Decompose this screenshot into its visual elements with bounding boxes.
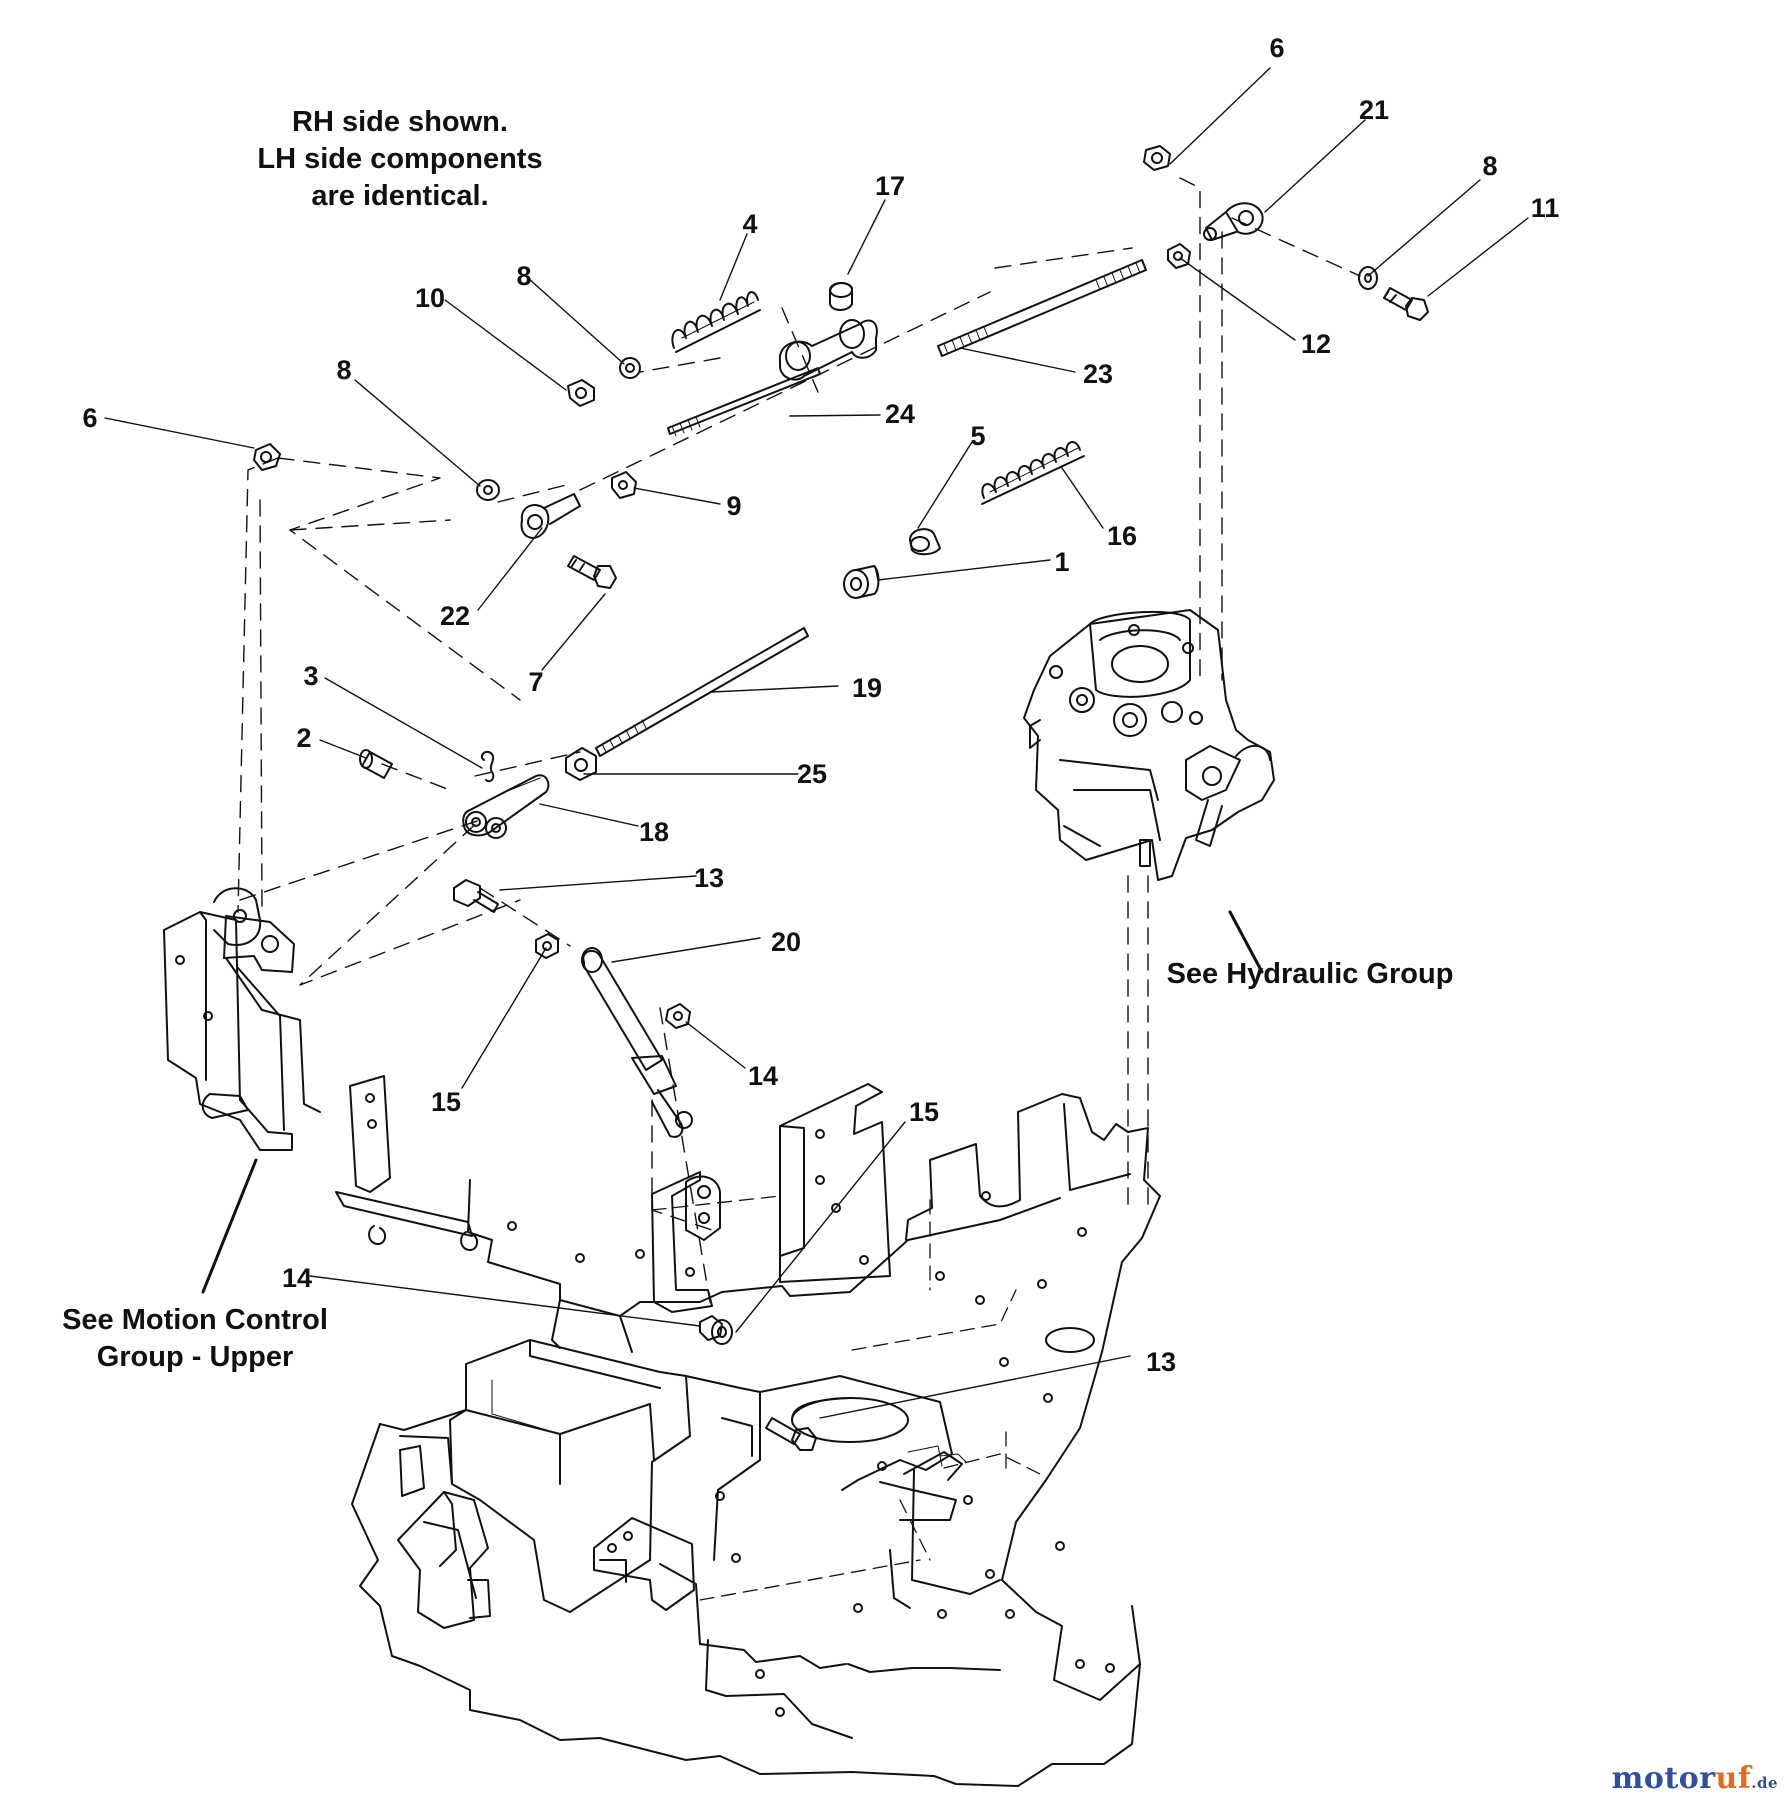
hex-nut-icon: [253, 443, 281, 471]
hex-nut-icon: [565, 747, 597, 781]
motion-control-ref-line: See Motion Control: [62, 1304, 328, 1336]
callout-number: 12: [1300, 329, 1332, 359]
jam-nut-icon: [611, 471, 637, 499]
callout-number: 6: [1269, 33, 1285, 63]
callout-number: 4: [742, 209, 758, 239]
motion-control-ref: See Motion Control Group - Upper: [50, 1302, 340, 1376]
washer-icon: [1358, 266, 1378, 290]
side-note: RH side shown. LH side components are id…: [240, 104, 560, 215]
callout-number: 22: [439, 601, 471, 631]
callout-number: 24: [884, 399, 916, 429]
callout-number: 7: [528, 667, 544, 697]
callout-number: 10: [414, 283, 446, 313]
spring-spacer-icon: [667, 319, 878, 437]
frame-hidden-lines: [651, 1195, 1045, 1601]
damper-icon: [581, 947, 693, 1138]
callout-number: 3: [303, 661, 319, 691]
hex-nut-icon: [567, 379, 595, 407]
callout-number: 6: [82, 403, 98, 433]
bushing-icon: [843, 565, 880, 599]
control-rod-icon: [595, 627, 809, 757]
washer-icon: [476, 479, 500, 501]
callout-number: 13: [693, 863, 725, 893]
bolt-icon: [765, 1417, 817, 1451]
callout-number: 15: [908, 1097, 940, 1127]
leader-lines: [104, 67, 1529, 1419]
callout-number: 8: [336, 355, 352, 385]
washer-icon: [619, 357, 641, 379]
callout-number: 14: [281, 1263, 313, 1293]
bolt-icon: [453, 879, 499, 913]
assembly-lines: [237, 177, 1361, 1303]
callout-number: 13: [1145, 1347, 1177, 1377]
bolt-icon: [1383, 287, 1429, 321]
hex-nut-icon: [535, 933, 559, 959]
rod-end-icon: [520, 493, 581, 539]
rod-end-icon: [1203, 202, 1264, 241]
bolt-icon: [567, 555, 617, 589]
hex-nut-icon: [665, 1003, 691, 1029]
watermark-logo: motoruf.de: [1612, 1761, 1778, 1796]
watermark-accent: uf: [1715, 1761, 1752, 1796]
callout-number: 25: [796, 759, 828, 789]
side-note-line: RH side shown.: [292, 106, 508, 138]
bushing-icon: [829, 282, 853, 311]
callout-number: 15: [430, 1087, 462, 1117]
callout-number: 5: [970, 421, 986, 451]
callout-number: 1: [1054, 547, 1070, 577]
bushing-icon: [909, 528, 941, 556]
side-note-line: LH side components: [257, 143, 543, 175]
hydraulic-pump-icon: [1023, 609, 1275, 881]
compression-spring-icon: [981, 441, 1085, 505]
callout-number: 21: [1358, 95, 1390, 125]
callout-number: 2: [296, 723, 312, 753]
callout-number: 11: [1530, 193, 1560, 223]
hex-nut-icon: [1143, 145, 1171, 171]
nut-and-washer-icon: [699, 1315, 733, 1345]
side-note-line: are identical.: [311, 180, 489, 212]
clevis-icon: [462, 774, 550, 839]
frame-icon: [351, 1083, 1161, 1787]
callout-number: 19: [851, 673, 883, 703]
callout-number: 16: [1106, 521, 1138, 551]
watermark-suffix: .de: [1751, 1774, 1778, 1792]
motion-control-bracket-icon: [163, 887, 478, 1251]
callout-number: 23: [1082, 359, 1114, 389]
jam-nut-icon: [1167, 243, 1191, 269]
watermark-main: motor: [1611, 1761, 1716, 1796]
clevis-pin-icon: [359, 749, 393, 779]
callout-number: 8: [516, 261, 532, 291]
callout-number: 17: [874, 171, 906, 201]
callout-number: 8: [1482, 151, 1498, 181]
callout-number: 14: [747, 1061, 779, 1091]
callout-number: 9: [726, 491, 742, 521]
hydraulic-group-ref: See Hydraulic Group: [1166, 958, 1454, 990]
callout-number: 20: [770, 927, 802, 957]
callout-number: 18: [638, 817, 670, 847]
threaded-rod-icon: [937, 259, 1147, 357]
hair-pin-clip-icon: [480, 750, 495, 783]
compression-spring-icon: [671, 291, 761, 353]
motion-control-ref-line: Group - Upper: [96, 1341, 294, 1373]
